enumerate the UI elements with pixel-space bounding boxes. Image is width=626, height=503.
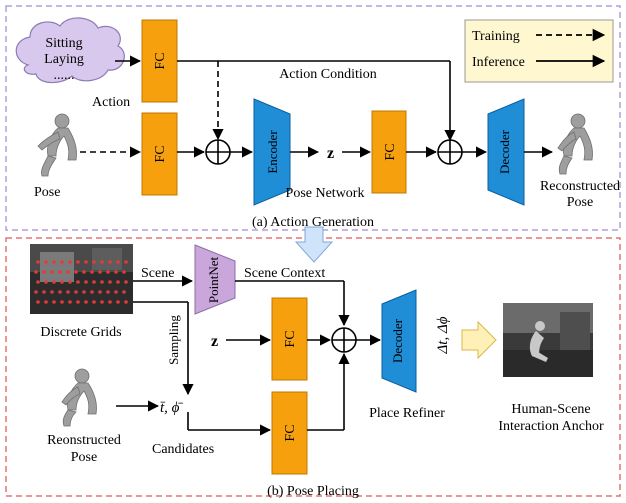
interaction-anchor-image — [503, 303, 593, 377]
delta-output-label: Δt, Δϕ — [435, 316, 451, 354]
discrete-grids-label: Discrete Grids — [40, 325, 121, 340]
fc-z-label: FC — [283, 330, 298, 347]
latent-z-a: z — [327, 145, 334, 162]
fc-candidates-label: FC — [283, 424, 298, 441]
sum-node-3 — [331, 327, 357, 353]
sum-node-2 — [437, 139, 463, 165]
action-condition-label: Action Condition — [279, 67, 377, 82]
scene-label: Scene — [141, 266, 174, 281]
right-arrow-icon — [461, 320, 497, 360]
pose-network-label: Pose Network — [286, 186, 365, 201]
latent-z-b: z — [211, 333, 218, 350]
reconstructed-pose-b-label-1: Reonstructed — [47, 433, 121, 448]
pose-label: Pose — [34, 185, 60, 200]
legend-inference-label: Inference — [472, 55, 525, 70]
reconstructed-pose-label-1: Reconstructed — [540, 179, 620, 194]
place-refiner-label: Place Refiner — [369, 406, 445, 421]
encoder-block — [253, 98, 291, 206]
action-item-laying: Laying — [44, 52, 84, 67]
candidates-symbol: t̄, ϕ̄ — [160, 400, 184, 416]
reconstructed-pose-b-figure-icon — [61, 368, 97, 427]
section-b-caption: (b) Pose Placing — [267, 484, 359, 499]
sum-node-1 — [205, 139, 231, 165]
fc-latent-block — [371, 110, 407, 194]
fc-candidates-block — [271, 391, 308, 475]
action-cloud: Sitting Laying ...... — [15, 17, 125, 84]
anchor-label-2: Interaction Anchor — [498, 419, 604, 434]
fc-action-label: FC — [153, 52, 168, 69]
action-label: Action — [92, 95, 130, 110]
anchor-label-1: Human-Scene — [511, 402, 590, 417]
discrete-grids-image — [30, 244, 133, 314]
reconstructed-pose-label-2: Pose — [567, 195, 593, 210]
action-item-sitting: Sitting — [45, 36, 82, 51]
section-a-caption: (a) Action Generation — [252, 215, 374, 230]
scene-context-label: Scene Context — [244, 266, 325, 281]
decoder-b-block — [381, 289, 417, 393]
decoder-a-block — [487, 98, 525, 206]
legend-training-label: Training — [472, 29, 520, 44]
reconstructed-pose-b-label-2: Pose — [71, 450, 97, 465]
reconstructed-pose-figure-icon — [557, 113, 593, 175]
down-arrow-icon — [294, 226, 334, 263]
decoder-b-label: Decoder — [390, 318, 405, 363]
candidates-label: Candidates — [152, 442, 214, 457]
fc-z-block — [271, 297, 308, 381]
pointnet-label: PointNet — [206, 257, 221, 304]
fc-pose-block — [141, 112, 178, 196]
pointnet-block — [194, 244, 236, 315]
legend: Training Inference — [464, 19, 614, 83]
section-b-frame — [5, 237, 621, 497]
action-item-more: ...... — [54, 68, 75, 83]
fc-pose-label: FC — [153, 145, 168, 162]
encoder-label: Encoder — [265, 130, 280, 174]
decoder-a-label: Decoder — [497, 129, 512, 174]
fc-latent-label: FC — [383, 143, 398, 160]
pose-figure-icon — [37, 113, 77, 177]
sampling-label: Sampling — [166, 315, 181, 365]
